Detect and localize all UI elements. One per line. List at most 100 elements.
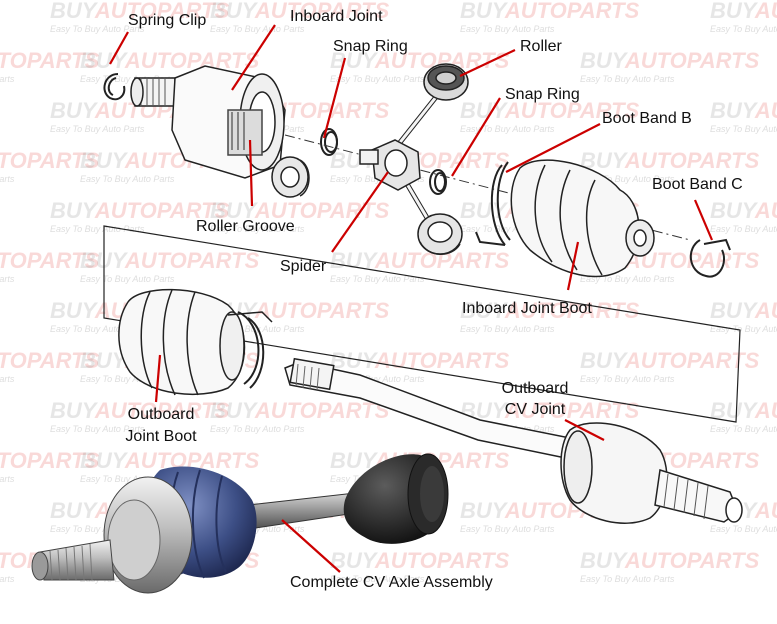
leader-spider xyxy=(331,171,389,253)
watermark-tagline: Easy To Buy Auto Parts xyxy=(460,224,555,234)
leader-roller xyxy=(459,49,516,77)
watermark-text: BUYAUTOPARTS xyxy=(580,348,760,373)
watermark-tagline: Easy To Buy Auto Parts xyxy=(330,374,425,384)
watermark-tagline: Easy To Buy Auto Parts xyxy=(460,324,555,334)
watermark-text: BUYAUTOPARTS xyxy=(50,398,230,423)
label-complete-assembly: Complete CV Axle Assembly xyxy=(290,574,493,591)
leader-outboard-cv-joint xyxy=(564,419,605,441)
leader-snap-ring-1 xyxy=(322,57,347,139)
watermark-text: BUYAUTOPARTS xyxy=(330,348,510,373)
boot-band-c-part xyxy=(690,238,731,278)
watermark-tagline: Easy To Buy Auto Parts xyxy=(0,174,15,184)
watermark-tagline: Easy To Buy Auto Parts xyxy=(80,74,175,84)
watermark-tagline: Easy To Buy Auto Parts xyxy=(580,374,675,384)
leader-boot-band-c xyxy=(693,199,714,241)
watermark-tagline: Easy To Buy Auto Parts xyxy=(80,174,175,184)
roller-lower-left-part xyxy=(271,156,310,198)
snap-ring-2-part xyxy=(429,169,447,195)
exploded-view-frame xyxy=(103,225,741,423)
watermark-text: BUYAUTOPARTS xyxy=(580,548,760,573)
watermark-tagline: Easy To Buy Auto Parts xyxy=(330,274,425,284)
snap-ring-1-part xyxy=(320,128,338,156)
watermark-text: BUYAUTOPARTS xyxy=(330,48,510,73)
outboard-joint-boot-part xyxy=(118,288,273,396)
watermark-tagline: Easy To Buy Auto Parts xyxy=(210,224,305,234)
label-outboard-joint-boot-line1: Outboard xyxy=(127,406,195,423)
label-roller: Roller xyxy=(520,38,562,55)
leader-snap-ring-2 xyxy=(451,97,501,177)
watermark-tagline: Easy To Buy Auto Parts xyxy=(50,424,145,434)
watermark-tagline: Easy To Buy Auto Parts xyxy=(80,274,175,284)
watermark-text: BUYAUTOPARTS xyxy=(580,48,760,73)
watermark-tagline: Easy To Buy Auto Parts xyxy=(50,124,145,134)
watermark-tagline: Easy To Buy Auto Parts xyxy=(0,374,15,384)
watermark-tagline: Easy To Buy Auto Parts xyxy=(210,24,305,34)
watermark-tagline: Easy To Buy Auto Parts xyxy=(0,474,15,484)
label-inboard-joint: Inboard Joint xyxy=(290,8,383,25)
watermark-text: BUYAUTOPARTS xyxy=(330,248,510,273)
watermark-text: BUYAUTOPARTS xyxy=(0,148,100,173)
spring-clip-part xyxy=(103,73,126,101)
watermark-tagline: Easy To Buy Auto Parts xyxy=(210,424,305,434)
watermark-tagline: Easy To Buy Auto Parts xyxy=(50,324,145,334)
watermark-tagline: Easy To Buy Auto Parts xyxy=(330,74,425,84)
watermark-tagline: Easy To Buy Auto Parts xyxy=(580,74,675,84)
watermark-tagline: Easy To Buy Auto Parts xyxy=(0,274,15,284)
watermark-text: BUYAUTOPARTS xyxy=(710,0,777,23)
watermark-tagline: Easy To Buy Auto Parts xyxy=(50,524,145,534)
inboard-joint-part xyxy=(130,65,286,179)
complete-assembly-photo xyxy=(31,453,449,594)
outboard-cv-joint-part xyxy=(560,422,743,524)
label-outboard-joint-boot-line2: Joint Boot xyxy=(125,428,197,445)
watermark-tagline: Easy To Buy Auto Parts xyxy=(80,474,175,484)
leader-inboard-joint xyxy=(231,24,276,91)
label-roller-groove: Roller Groove xyxy=(196,218,295,235)
watermark-tagline: Easy To Buy Auto Parts xyxy=(50,24,145,34)
watermark-tagline: Easy To Buy Auto Parts xyxy=(460,124,555,134)
watermark-tagline: Easy To Buy Auto Parts xyxy=(50,224,145,234)
watermark-text: BUYAUTOPARTS xyxy=(50,198,230,223)
watermark-tagline: Easy To Buy Auto Parts xyxy=(330,574,425,584)
watermark-text: BUYAUTOPARTS xyxy=(50,0,230,23)
watermark-text: BUYAUTOPARTS xyxy=(210,398,390,423)
label-snap-ring-2: Snap Ring xyxy=(505,86,580,103)
leader-spring-clip xyxy=(109,31,129,65)
watermark-text: BUYAUTOPARTS xyxy=(460,298,640,323)
label-inboard-joint-boot: Inboard Joint Boot xyxy=(462,300,592,317)
watermark-text: BUYAUTOPARTS xyxy=(460,0,640,23)
label-spider: Spider xyxy=(280,258,327,275)
watermark-text: BUYAUTOPARTS xyxy=(710,298,777,323)
watermark-tagline: Easy To Buy Auto Parts xyxy=(710,24,777,34)
label-spring-clip: Spring Clip xyxy=(128,12,207,29)
watermark-tagline: Easy To Buy Auto Parts xyxy=(460,24,555,34)
watermark-tagline: Easy To Buy Auto Parts xyxy=(710,524,777,534)
leader-roller-groove xyxy=(248,139,254,207)
watermark-tagline: Easy To Buy Auto Parts xyxy=(0,74,15,84)
watermark-tagline: Easy To Buy Auto Parts xyxy=(580,174,675,184)
watermark-text: BUYAUTOPARTS xyxy=(0,448,100,473)
watermark-tagline: Easy To Buy Auto Parts xyxy=(210,524,305,534)
label-outboard-cv-joint-line1: Outboard xyxy=(501,380,569,397)
roller-top-part xyxy=(423,63,469,101)
watermark-text: BUYAUTOPARTS xyxy=(210,0,390,23)
watermark-text: BUYAUTOPARTS xyxy=(0,248,100,273)
watermark-tagline: Easy To Buy Auto Parts xyxy=(580,574,675,584)
boot-band-b-part xyxy=(475,161,511,246)
watermark-tagline: Easy To Buy Auto Parts xyxy=(0,574,15,584)
leader-lines xyxy=(109,24,714,573)
watermark-tagline: Easy To Buy Auto Parts xyxy=(580,274,675,284)
watermark-tagline: Easy To Buy Auto Parts xyxy=(710,124,777,134)
watermark-tagline: Easy To Buy Auto Parts xyxy=(80,374,175,384)
label-boot-band-c: Boot Band C xyxy=(652,176,743,193)
watermark-text: BUYAUTOPARTS xyxy=(710,98,777,123)
leader-inboard-joint-boot xyxy=(566,241,580,291)
inboard-joint-boot-part xyxy=(510,159,655,278)
watermark-tagline: Easy To Buy Auto Parts xyxy=(710,224,777,234)
leader-complete-assembly xyxy=(281,519,341,573)
watermark-text: BUYAUTOPARTS xyxy=(0,48,100,73)
watermark-text: BUYAUTOPARTS xyxy=(460,98,640,123)
label-snap-ring-1: Snap Ring xyxy=(333,38,408,55)
watermark-text: BUYAUTOPARTS xyxy=(80,48,260,73)
roller-bottom-part xyxy=(417,213,463,255)
